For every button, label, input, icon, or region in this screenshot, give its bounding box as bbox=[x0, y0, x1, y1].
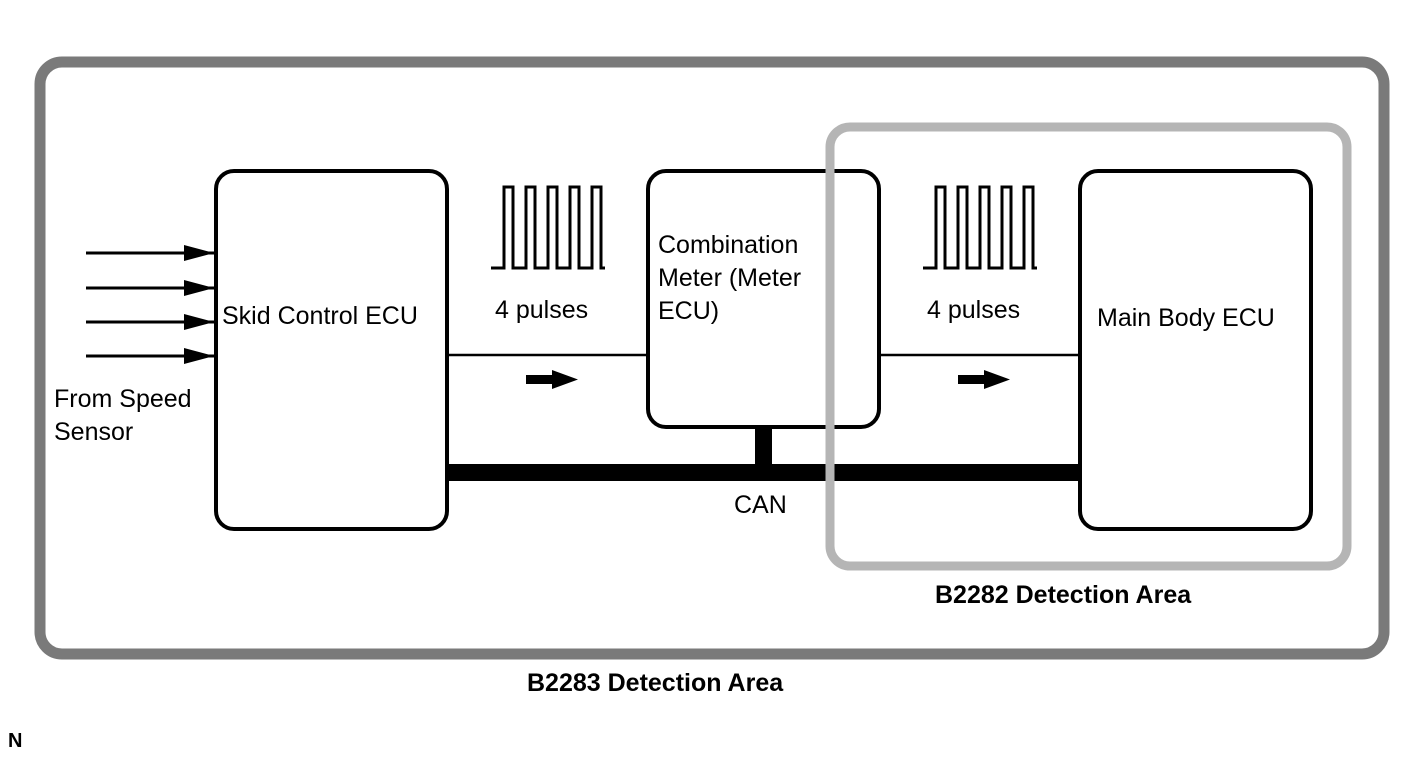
pulse-label-right: 4 pulses bbox=[927, 296, 1021, 324]
combination-meter-label-line: Combination bbox=[658, 231, 799, 259]
direction-arrow-left bbox=[526, 370, 578, 389]
b2283-area-label: B2283 Detection Area bbox=[527, 669, 784, 697]
b2282-area-label: B2282 Detection Area bbox=[935, 581, 1192, 609]
main-body-ecu-label: Main Body ECU bbox=[1097, 304, 1275, 332]
b2283-detection-area-frame bbox=[34, 56, 1390, 660]
combination-meter-label: Combination Meter (Meter ECU) bbox=[658, 229, 801, 328]
speed-sensor-input-arrows bbox=[86, 245, 214, 364]
combination-meter-label-line: ECU) bbox=[658, 297, 720, 325]
speed-sensor-label: From Speed Sensor bbox=[54, 383, 192, 449]
speed-sensor-label-line: Sensor bbox=[54, 418, 134, 446]
direction-arrow-right bbox=[958, 370, 1010, 389]
b2282-detection-area-frame bbox=[825, 122, 1352, 571]
speed-sensor-label-line: From Speed bbox=[54, 385, 192, 413]
can-bus-line bbox=[447, 464, 1080, 481]
corner-mark: N bbox=[8, 730, 23, 752]
main-body-ecu-box bbox=[1078, 169, 1313, 531]
skid-control-ecu-label: Skid Control ECU bbox=[222, 302, 418, 330]
pulse-waveform-left bbox=[491, 185, 605, 270]
skid-control-ecu-box bbox=[214, 169, 449, 531]
can-bus-branch bbox=[755, 427, 772, 467]
can-bus-label: CAN bbox=[734, 491, 787, 519]
pulse-label-left: 4 pulses bbox=[495, 296, 589, 324]
pulse-waveform-right bbox=[923, 185, 1037, 270]
combination-meter-label-line: Meter (Meter bbox=[658, 264, 802, 292]
